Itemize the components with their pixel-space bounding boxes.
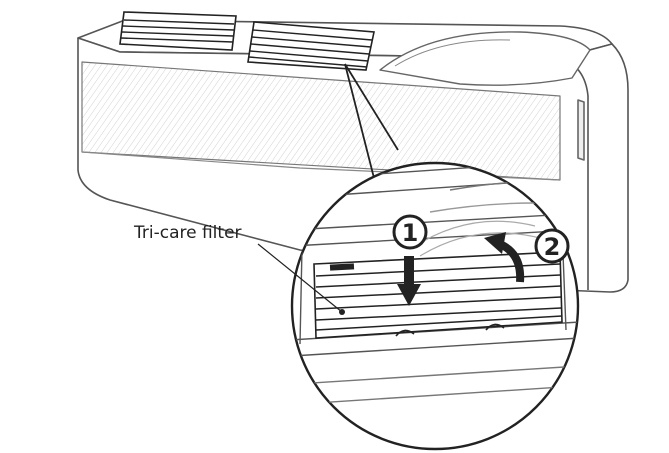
unit-top-cover-groove <box>394 39 511 67</box>
down-arrow-icon <box>397 256 421 306</box>
unit-top-cover <box>379 31 591 86</box>
top-filter-left <box>119 11 237 51</box>
step-1-badge: 1 <box>392 214 428 250</box>
filter-clip-right <box>485 323 505 331</box>
callout-label: Tri-care filter <box>133 223 242 243</box>
callout-dot <box>339 309 345 315</box>
zoom-pointer <box>344 63 399 179</box>
filter-tag <box>329 263 355 271</box>
tri-care-filter <box>313 251 563 339</box>
callout-leader-line <box>257 243 343 313</box>
step-1-number: 1 <box>402 219 419 247</box>
zoom-detail: 1 2 <box>290 161 580 451</box>
curved-arrow-icon <box>484 232 525 283</box>
top-filter-right <box>247 21 375 71</box>
step-2-badge: 2 <box>534 228 570 264</box>
step-2-number: 2 <box>544 233 561 261</box>
filter-clip-left <box>395 329 415 337</box>
unit-side-button <box>577 99 585 161</box>
